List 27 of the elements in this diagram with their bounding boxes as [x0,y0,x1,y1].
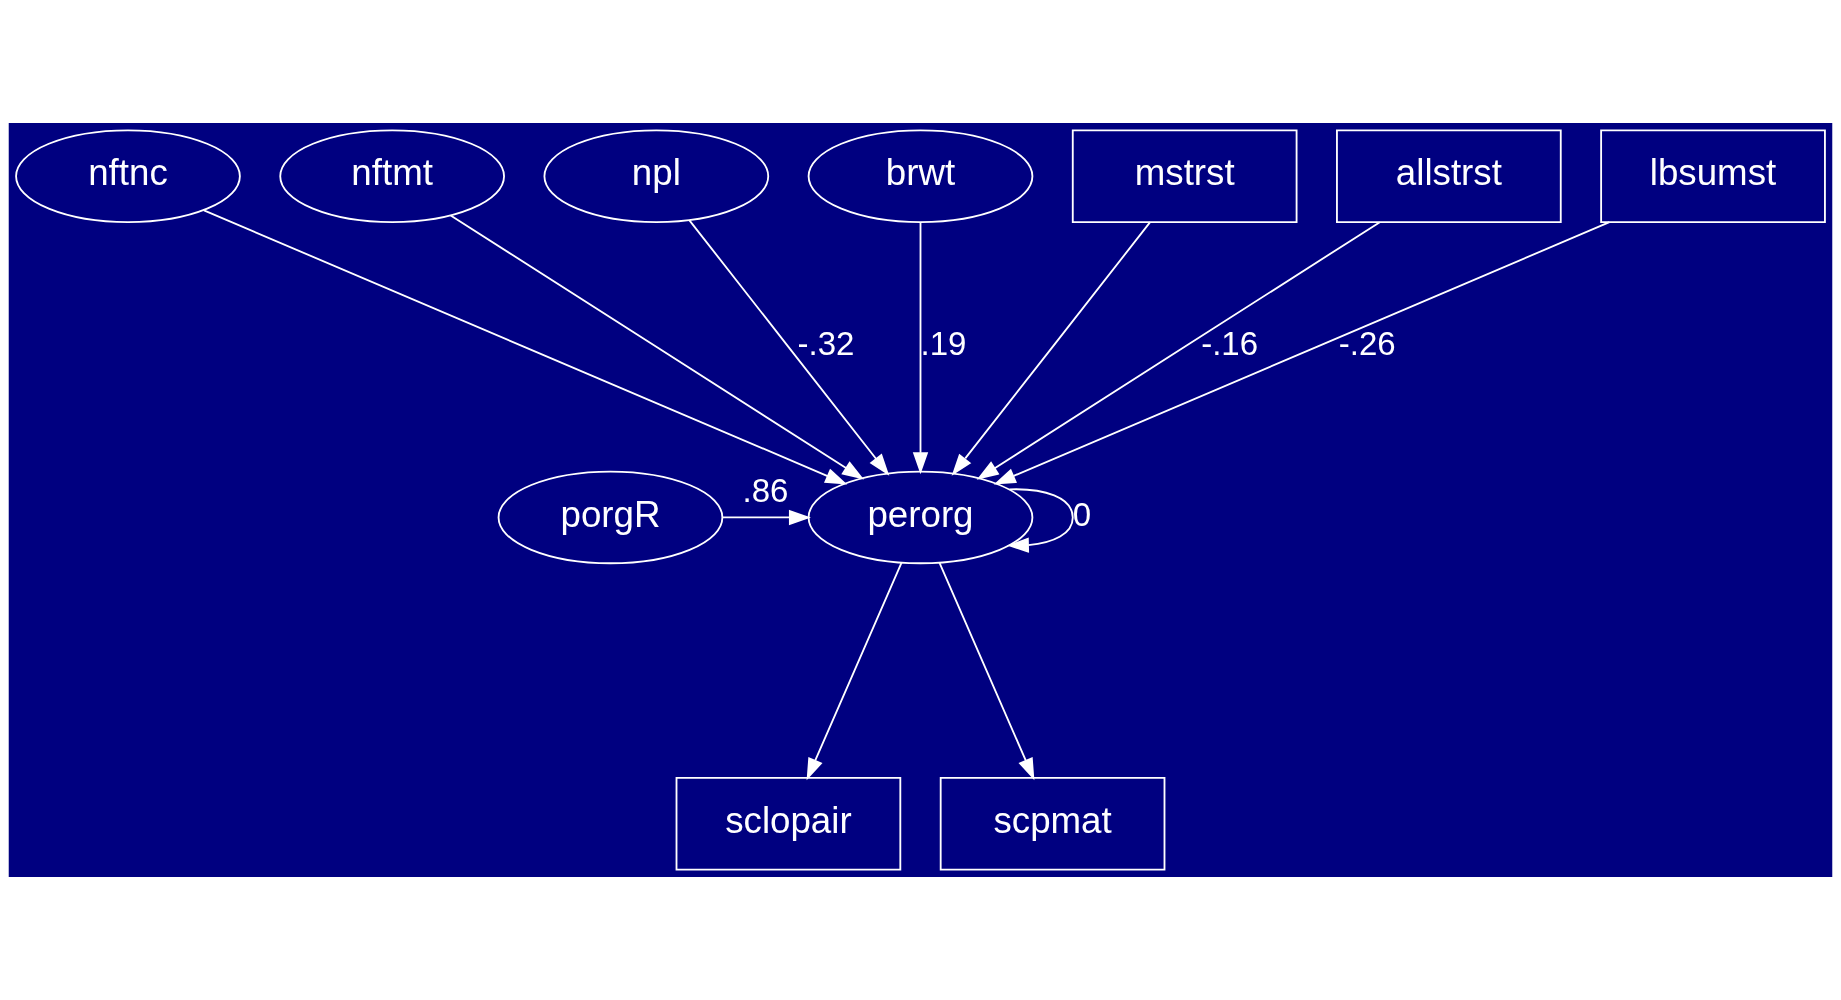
node-box: mstrst [1071,129,1298,223]
edge-label: -.16 [1201,324,1259,362]
node-ellipse: brwt [807,129,1034,223]
node-box: allstrst [1336,129,1562,223]
arrow [938,561,1035,781]
node-ellipse: nftnc [15,129,241,223]
arrow [951,221,1152,476]
node-ellipse: nftmt [279,129,505,223]
edge-label: .86 [742,471,789,509]
arrow [449,214,864,480]
edge-label: .19 [920,324,967,362]
edge-label: -.32 [797,324,855,362]
node-ellipse: npl [543,129,770,223]
edge-label: -.26 [1338,324,1396,362]
node-box: lbsumst [1600,129,1826,223]
arrow [203,209,848,485]
arrow [721,509,811,526]
arrow [688,219,890,476]
arrow [976,221,1381,480]
arrow [806,561,903,781]
node-box: scpmat [939,777,1166,871]
edge-label: 0 [1072,495,1092,533]
arrow [993,221,1611,485]
arrow [1006,488,1074,553]
node-ellipse: porgR [497,470,724,565]
arrow [912,221,929,475]
node-box: sclopair [675,777,902,871]
